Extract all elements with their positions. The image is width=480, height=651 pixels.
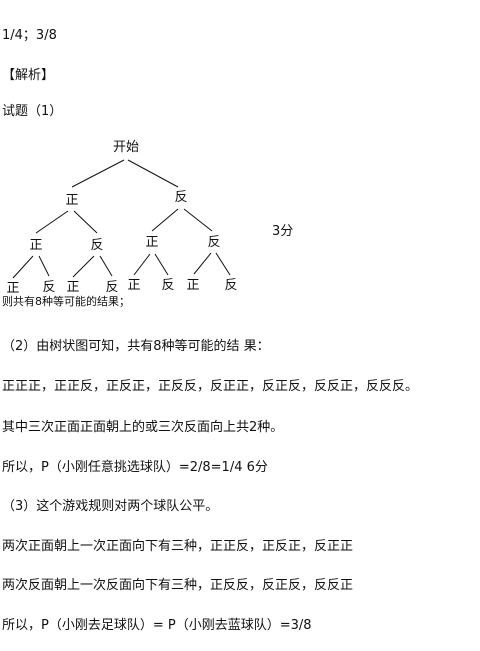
tree-leaf-2: 反 [42,280,55,295]
tree-level1-zheng: 正 [65,193,78,208]
tree-branch [72,255,95,278]
tree-level2-zheng-1: 正 [29,238,42,253]
part3-line1: 两次正面朝上一次正面向下有三种，正正反，正反正，反正正 [2,539,354,554]
part3-result: 所以，P（小刚去足球队）= P（小刚去蓝球队）=3/8 [2,618,312,633]
tree-level2-zheng-2: 正 [145,235,158,250]
tree-branch [12,255,34,279]
tree-branch [193,252,212,275]
part3-intro: （3）这个游戏规则对两个球队公平。 [2,499,219,514]
answer-line: 1/4；3/8 [2,28,57,43]
tree-leaf-7: 正 [186,278,199,293]
tree-branch [127,159,179,188]
tree-branch [73,210,98,234]
tree-branch [215,252,231,276]
tree-level2-fan-2: 反 [207,235,220,250]
tree-leaf-1: 正 [6,281,19,296]
probability-tree-diagram: 开始 正 反 正 反 正 反 正 反 正 反 正 反 正 反 [6,140,237,296]
tree-branch [133,253,151,276]
part3-line2: 两次反面朝上一次反面向下有三种，正反反，反正反，反反正 [2,578,354,593]
part1-label: 试题（1） [2,104,63,119]
tree-leaf-8: 反 [224,278,237,293]
outcomes-line: 正正正，正正反，正反正，正反反，反正正，反正反，反反正，反反反。 [2,379,419,394]
part2-result: 所以，P（小刚任意挑选球队）=2/8=1/4 6分 [2,460,268,475]
tree-branch [71,159,125,188]
tree-leaf-5: 正 [127,278,140,293]
tree-branch [183,208,213,232]
part2-count: 其中三次正面正面朝上的或三次反面向上共2种。 [2,420,284,435]
tree-branch [154,253,169,276]
part2-intro: （2）由树状图可知，共有8种等可能的结 果： [2,339,270,354]
tree-level2-fan-1: 反 [90,238,103,253]
tree-score: 3分 [272,224,294,239]
tree-leaf-3: 正 [66,280,79,295]
tree-caption: 则共有8种等可能的结果； [2,295,130,308]
tree-branch [35,210,69,234]
tree-level1-fan: 反 [174,190,187,205]
tree-leaf-6: 反 [161,278,174,293]
analysis-title: 【解析】 [2,68,55,83]
tree-branch [151,208,179,232]
tree-root-label: 开始 [113,140,139,155]
tree-branch [99,255,113,277]
tree-leaf-4: 反 [105,280,118,295]
tree-branch [38,255,50,277]
